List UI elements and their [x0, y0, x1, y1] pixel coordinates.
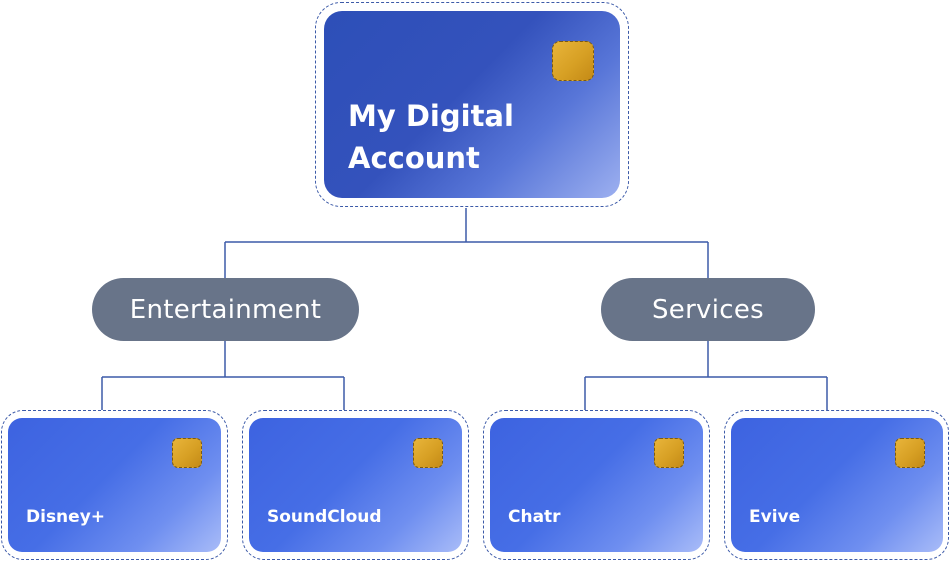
root-card[interactable]: My Digital Account	[324, 11, 620, 198]
root-title-line1: My Digital	[348, 99, 514, 133]
category-entertainment[interactable]: Entertainment	[92, 278, 359, 341]
soundcloud-card[interactable]: SoundCloud	[249, 418, 462, 552]
chip-icon	[552, 41, 594, 81]
disney-card[interactable]: Disney+	[8, 418, 221, 552]
root-title-line2: Account	[348, 141, 480, 175]
evive-card-title: Evive	[749, 507, 801, 527]
chip-icon	[172, 438, 202, 468]
category-services[interactable]: Services	[601, 278, 815, 341]
chip-icon	[895, 438, 925, 468]
chatr-card-frame	[483, 410, 710, 560]
disney-card-frame	[1, 410, 228, 560]
chatr-card-title: Chatr	[508, 507, 561, 527]
soundcloud-card-frame	[242, 410, 469, 560]
root-card-frame	[315, 2, 629, 207]
chip-icon	[413, 438, 443, 468]
chatr-card[interactable]: Chatr	[490, 418, 703, 552]
evive-card[interactable]: Evive	[731, 418, 943, 552]
chip-icon	[654, 438, 684, 468]
soundcloud-card-title: SoundCloud	[267, 507, 382, 527]
disney-card-title: Disney+	[26, 507, 106, 527]
root-card-title: My Digital Account	[348, 95, 568, 179]
evive-card-frame	[724, 410, 949, 560]
